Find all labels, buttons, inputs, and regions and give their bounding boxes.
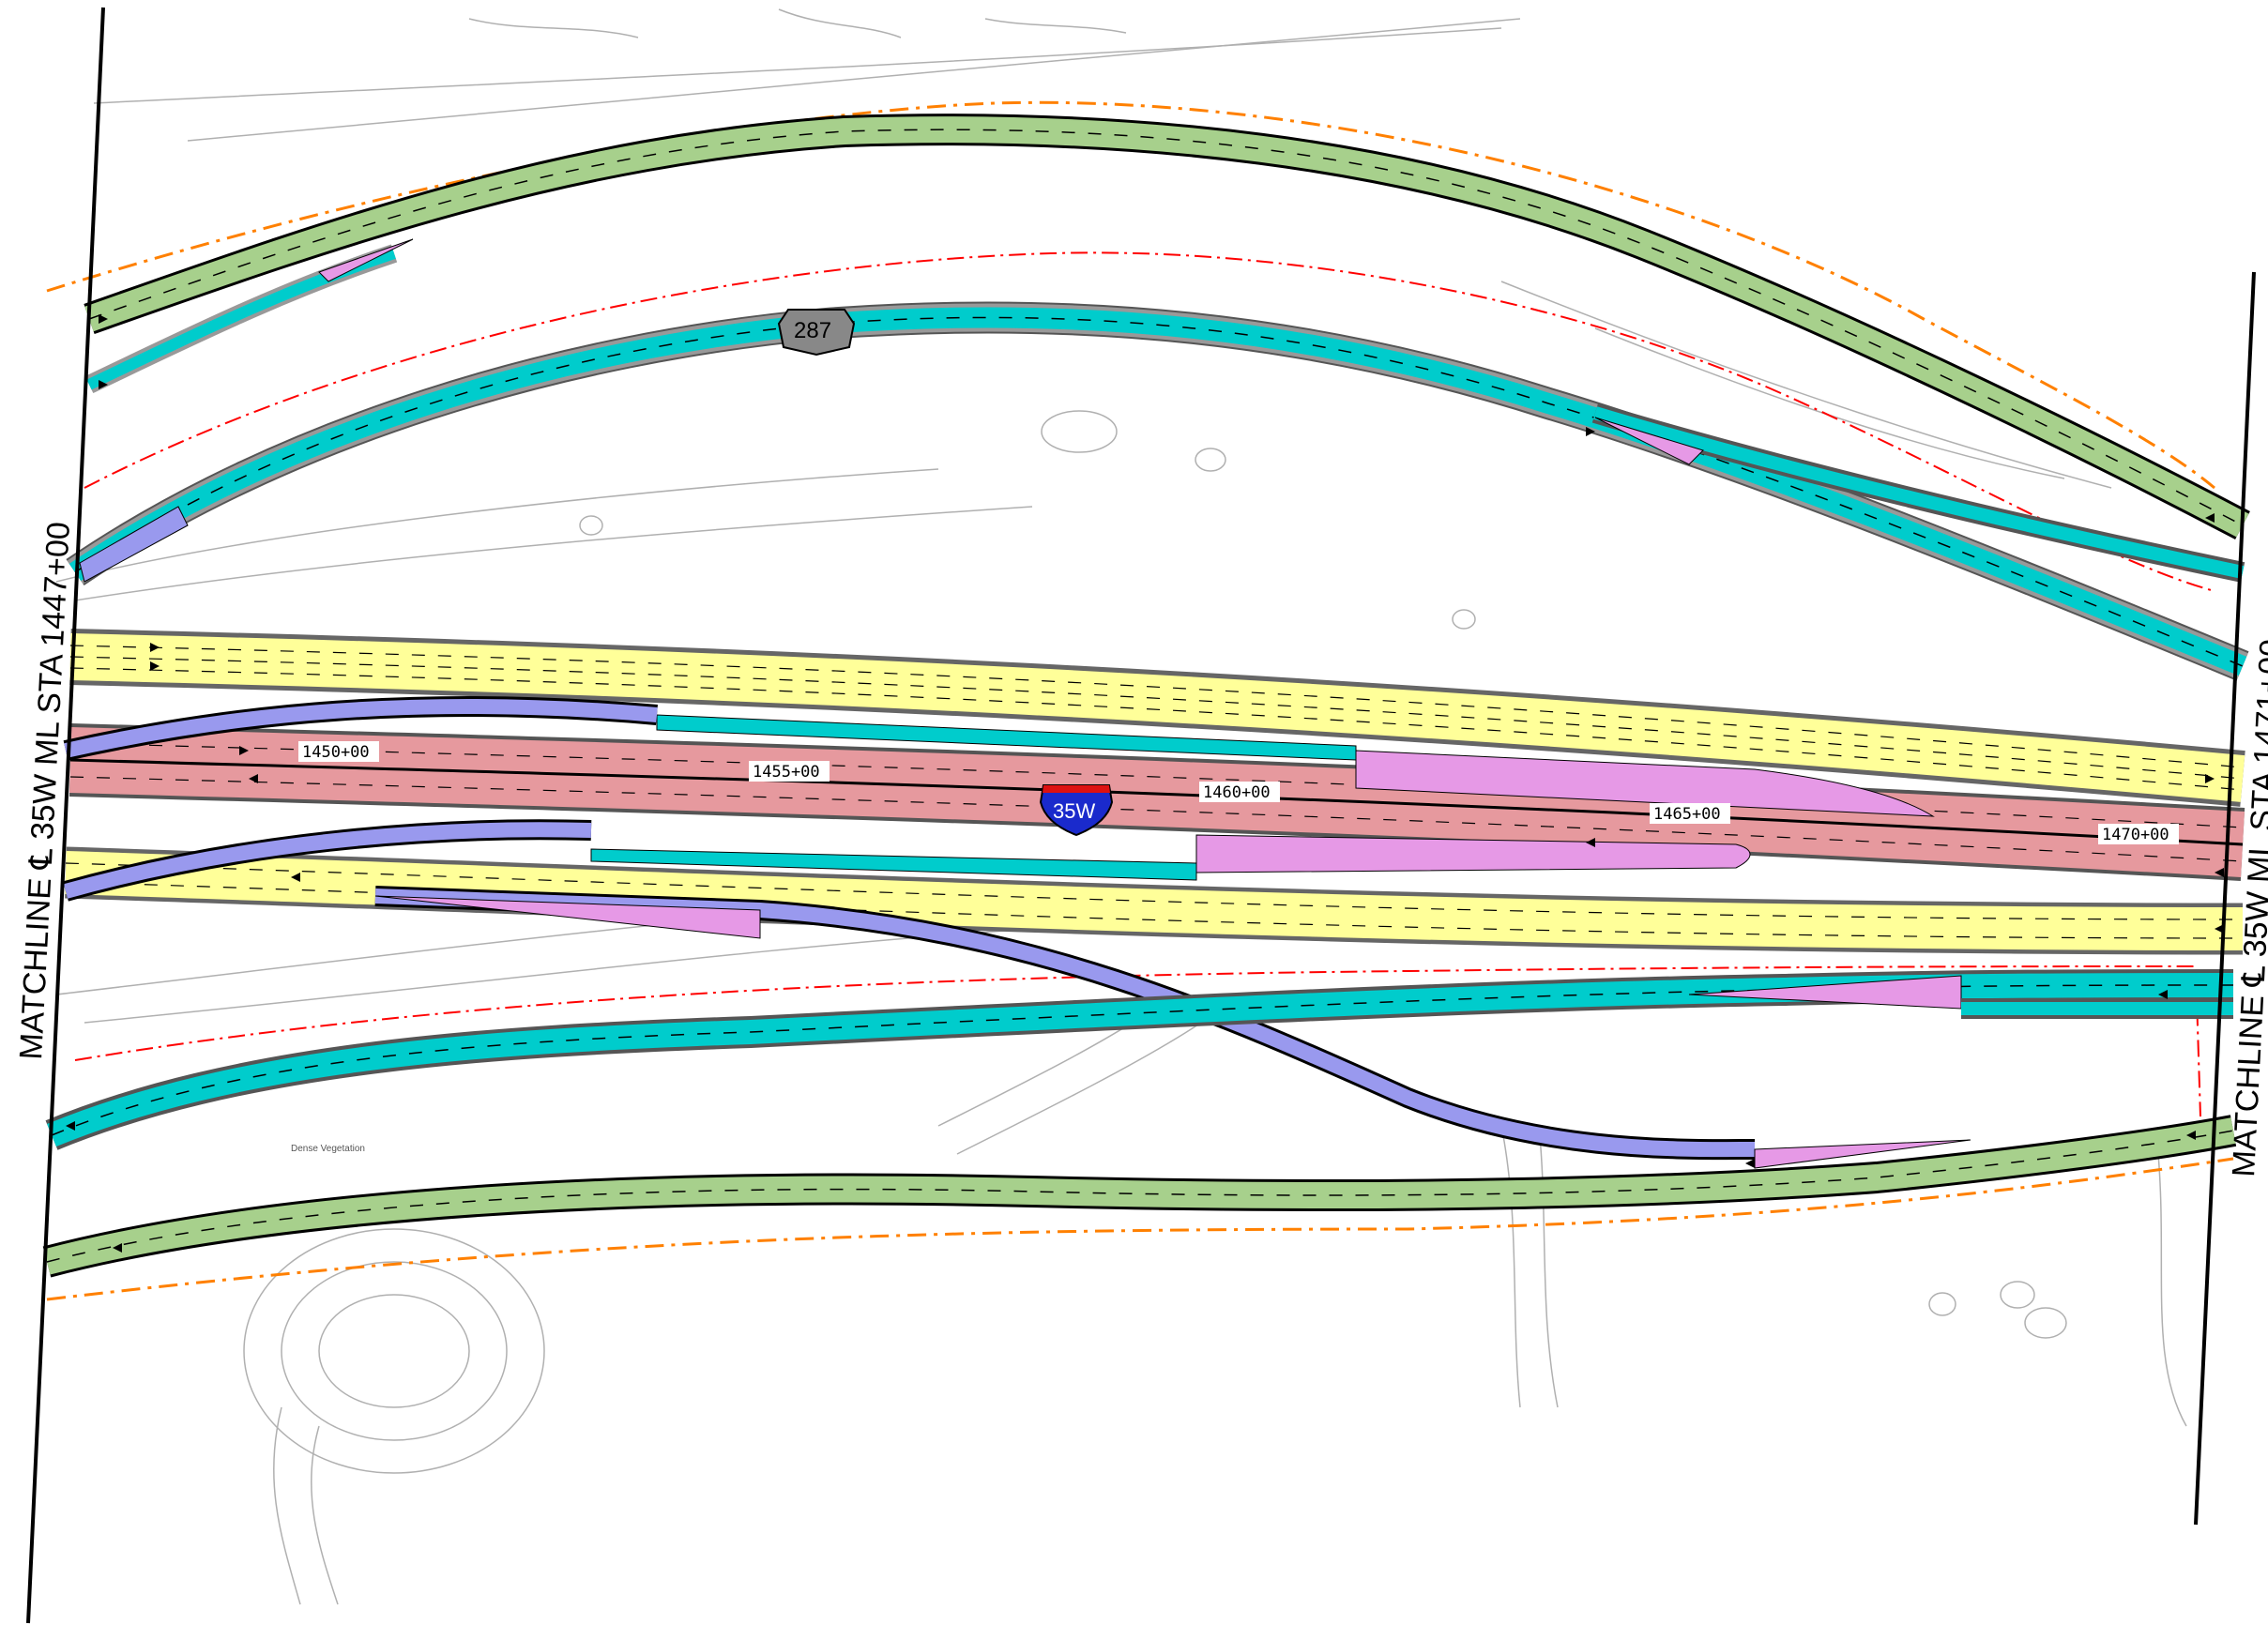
traffic-arrow-icon	[113, 1243, 122, 1253]
traffic-arrow-icon	[150, 643, 160, 652]
station-label: 1450+00	[302, 743, 370, 762]
station-labels: 1450+00 1455+00 1460+00 1465+00 1470+00	[298, 741, 2179, 844]
station-label: 1470+00	[2102, 826, 2169, 844]
traffic-arrow-icon	[2205, 513, 2215, 523]
traffic-arrow-icon	[1586, 838, 1595, 847]
svg-text:287: 287	[794, 318, 831, 343]
matchline-right: MATCHLINE ℄ 35W ML STA 1471+00	[2194, 271, 2268, 1526]
traffic-arrow-icon	[2186, 1131, 2196, 1140]
station-label: 1455+00	[753, 763, 820, 782]
traffic-arrow-icon	[150, 661, 160, 671]
traffic-arrow-icon	[2158, 990, 2168, 999]
traffic-arrow-icon	[249, 774, 258, 783]
ramp-us287	[66, 301, 2249, 681]
traffic-arrows	[66, 314, 2224, 1253]
traffic-arrow-icon	[291, 873, 300, 882]
traffic-arrow-icon	[2215, 868, 2224, 877]
easement-lines	[74, 251, 2215, 1117]
vegetation-note: Dense Vegetation	[291, 1144, 365, 1154]
existing-topography	[55, 8, 2187, 1605]
station-label: 1460+00	[1203, 783, 1271, 802]
general-purpose-lanes-south	[65, 846, 2244, 955]
frontage-road-north	[84, 114, 2250, 540]
ramp-south	[45, 969, 2234, 1150]
traffic-arrow-icon	[99, 380, 108, 389]
direct-connector	[63, 695, 1756, 1161]
svg-text:35W: 35W	[1053, 799, 1095, 823]
traffic-arrow-icon	[1745, 1159, 1755, 1168]
general-purpose-lanes-north	[69, 629, 2245, 807]
interstate-shield-icon: 35W	[1039, 784, 1114, 837]
traffic-arrow-icon	[66, 1121, 75, 1131]
traffic-arrow-icon	[239, 746, 249, 755]
traffic-arrow-icon	[99, 314, 108, 324]
station-label: 1465+00	[1653, 805, 1721, 824]
matchline-left: MATCHLINE ℄ 35W ML STA 1447+00	[13, 7, 105, 1624]
traffic-arrow-icon	[2205, 774, 2215, 783]
traffic-arrow-icon	[1586, 427, 1595, 436]
frontage-road-south	[42, 1115, 2237, 1278]
right-of-way-lines	[46, 100, 2234, 1301]
us-route-shield-icon: 287	[777, 309, 856, 357]
